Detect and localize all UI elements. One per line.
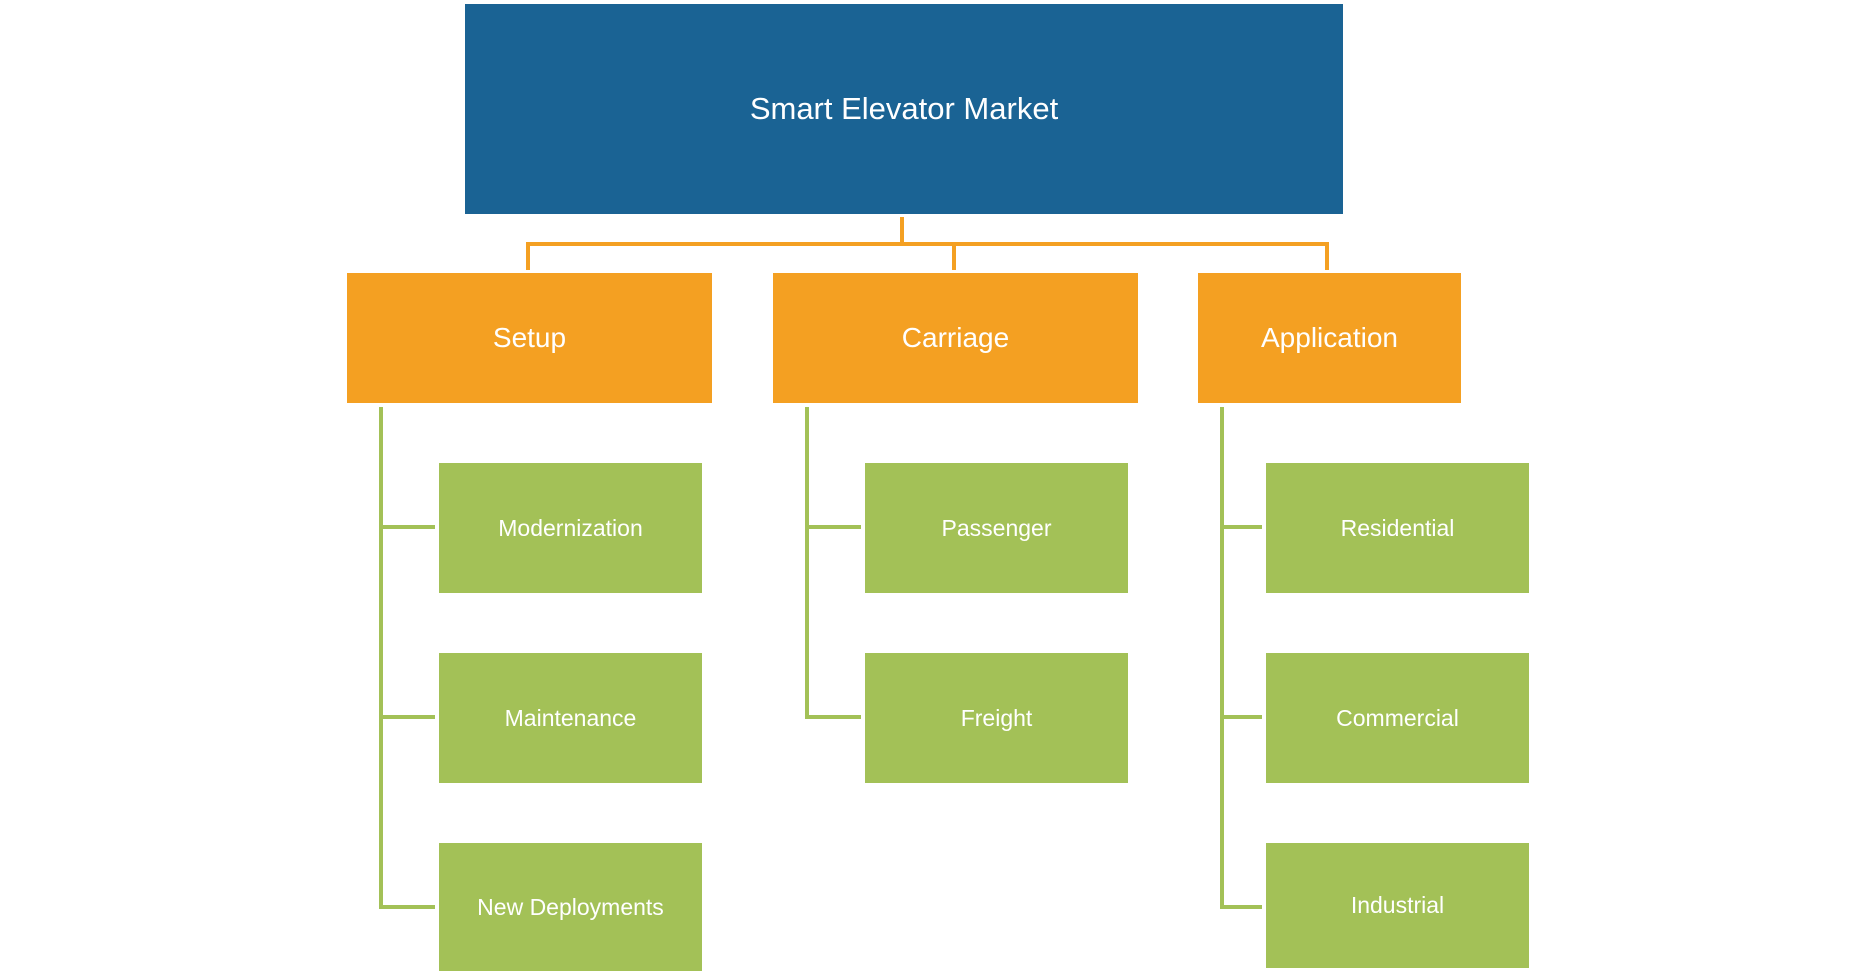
leaf-freight: Freight	[865, 653, 1128, 783]
leaf-label: Commercial	[1336, 704, 1459, 731]
category-label: Setup	[492, 322, 567, 353]
leaf-label: Modernization	[498, 514, 643, 541]
category-label: Carriage	[901, 322, 1010, 353]
category-carriage: Carriage	[773, 273, 1138, 403]
root-node: Smart Elevator Market	[465, 4, 1343, 214]
leaf-label: Freight	[960, 704, 1033, 731]
leaf-commercial: Commercial	[1266, 653, 1529, 783]
category-setup: Setup	[347, 273, 712, 403]
category-label: Application	[1261, 322, 1398, 353]
leaf-label: Residential	[1340, 514, 1455, 541]
leaf-residential: Residential	[1266, 463, 1529, 593]
leaf-label: Maintenance	[504, 704, 637, 731]
leaf-industrial: Industrial	[1266, 843, 1529, 968]
root-label: Smart Elevator Market	[749, 91, 1059, 126]
leaf-passenger: Passenger	[865, 463, 1128, 593]
leaf-label: Industrial	[1350, 892, 1445, 918]
leaf-label: Passenger	[941, 514, 1052, 541]
category-application: Application	[1198, 273, 1461, 403]
leaf-maintenance: Maintenance	[439, 653, 702, 783]
leaf-label: New Deployments	[477, 893, 664, 920]
leaf-modernization: Modernization	[439, 463, 702, 593]
leaf-new-deployments: New Deployments	[439, 843, 702, 971]
